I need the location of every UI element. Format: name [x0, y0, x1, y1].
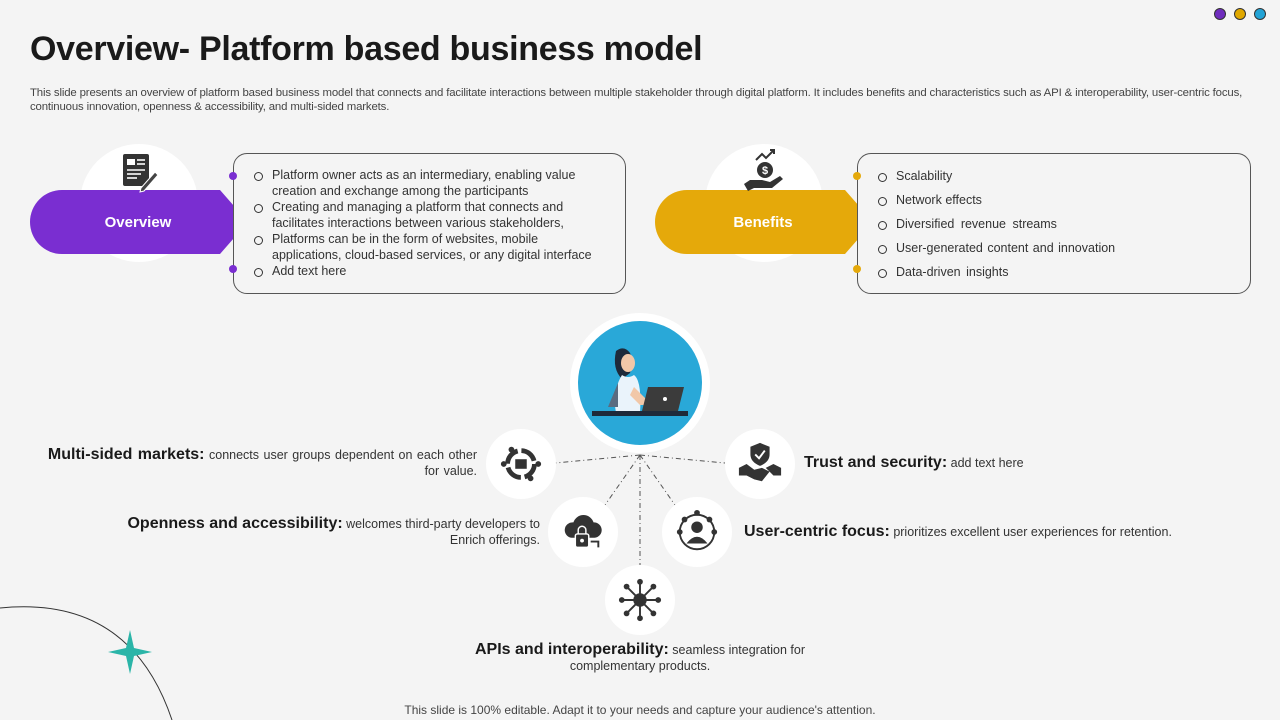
user-centric-text: User-centric focus: prioritizes excellen…	[744, 524, 1264, 540]
benefits-label: Benefits	[733, 214, 793, 231]
footer-note: This slide is 100% editable. Adapt it to…	[404, 703, 876, 717]
apis-desc: seamless integration for complementary p…	[569, 643, 805, 673]
trust-icon-circle	[725, 429, 795, 499]
purple-dot	[1214, 8, 1226, 20]
apis-text: APIs and interoperability: seamless inte…	[450, 642, 830, 674]
openness-desc: welcomes third-party developers to Enric…	[346, 517, 540, 547]
benefits-box: Scalability Network effects Diversified …	[857, 153, 1251, 294]
overview-accent-dot	[229, 265, 237, 273]
benefits-accent-dot	[853, 265, 861, 273]
svg-text:$: $	[762, 165, 768, 177]
benefits-item: Scalability	[876, 168, 1236, 184]
overview-label: Overview	[104, 214, 172, 231]
user-centric-title: User-centric focus:	[744, 523, 890, 540]
multi-sided-icon-circle	[486, 429, 556, 499]
apis-title: APIs and interoperability:	[475, 641, 669, 658]
overview-tab-shape	[30, 190, 248, 254]
openness-icon-circle	[548, 497, 618, 567]
apis-icon-circle	[605, 565, 675, 635]
multi-sided-title: Multi-sided markets:	[47, 446, 205, 463]
benefits-item: Data-driven insights	[876, 264, 1236, 280]
person-laptop-icon	[578, 321, 702, 445]
page-title: Overview- Platform based business model	[30, 30, 703, 68]
blue-dot	[1254, 8, 1266, 20]
handshake-shield-icon	[738, 442, 782, 482]
overview-item: Add text here	[252, 263, 611, 279]
money-growth-hand-icon: $	[744, 149, 783, 191]
yellow-dot	[1234, 8, 1246, 20]
user-centric-icon-circle	[662, 497, 732, 567]
overview-accent-dot	[229, 172, 237, 180]
user-centric-desc: prioritizes excellent user experiences f…	[893, 525, 1172, 539]
openness-text: Openness and accessibility: welcomes thi…	[100, 516, 540, 548]
multi-sided-text: Multi-sided markets: connects user group…	[35, 447, 477, 479]
trust-title: Trust and security:	[804, 454, 948, 471]
overview-item: Platforms can be in the form of websites…	[252, 231, 611, 263]
overview-box: Platform owner acts as an intermediary, …	[233, 153, 626, 294]
benefits-accent-dot	[853, 172, 861, 180]
benefits-list: Scalability Network effects Diversified …	[876, 168, 1236, 280]
overview-item: Platform owner acts as an intermediary, …	[252, 167, 611, 199]
openness-title: Openness and accessibility:	[127, 515, 343, 532]
benefits-item: User-generated content and innovation	[876, 240, 1236, 256]
network-hub-icon	[618, 578, 662, 622]
decor-dots	[1214, 8, 1266, 20]
trust-desc: add text here	[950, 456, 1024, 470]
benefits-item: Diversified revenue streams	[876, 216, 1236, 232]
benefits-tab-shape	[655, 190, 873, 254]
overview-list: Platform owner acts as an intermediary, …	[252, 167, 611, 279]
trust-text: Trust and security: add text here	[804, 455, 1244, 471]
multi-sided-desc: connects user groups dependent on each o…	[209, 448, 477, 478]
benefits-item: Network effects	[876, 192, 1236, 208]
overview-item: Creating and managing a platform that co…	[252, 199, 611, 231]
page-subtitle: This slide presents an overview of platf…	[30, 87, 1243, 113]
document-pen-icon	[123, 154, 159, 193]
user-focus-icon	[676, 509, 718, 551]
connected-cycle-icon	[500, 446, 542, 482]
cloud-lock-icon	[564, 515, 602, 549]
